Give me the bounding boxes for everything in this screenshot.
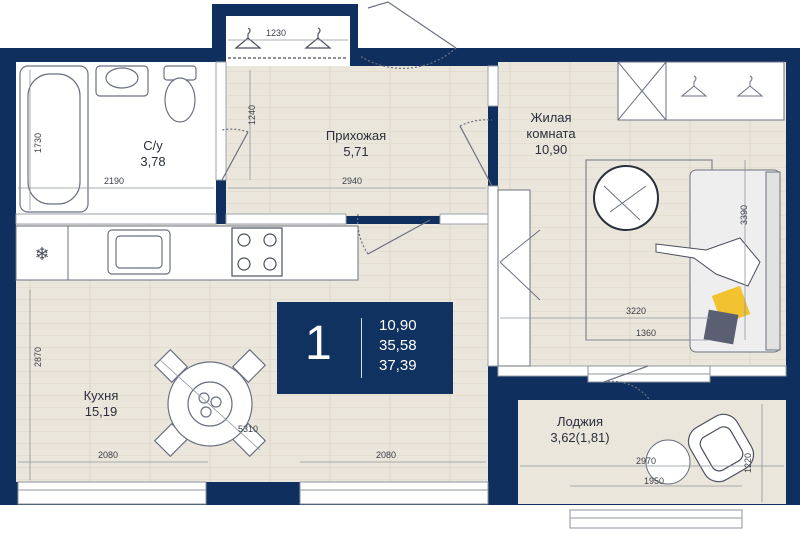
living-room-label: Жилая комната 10,90 [516, 110, 586, 158]
living-room-area: 10,90 [534, 142, 568, 157]
hallway-name: Прихожая [325, 128, 387, 143]
hallway-floor [226, 66, 488, 216]
dim-bath-height: 1730 [33, 132, 44, 154]
fridge-icon: ❄ [34, 244, 49, 265]
hallway-area: 5,71 [343, 144, 369, 159]
armchair-icon [687, 413, 755, 483]
dim-closet-width: 1230 [266, 28, 287, 38]
living-room-name-2: комната [526, 126, 576, 141]
wardrobe-icon [617, 61, 785, 121]
dim-living-inner: 1360 [636, 328, 657, 338]
person-icon [655, 237, 761, 287]
loggia-area: 3,62(1,81) [550, 430, 610, 445]
dim-living-width: 3220 [626, 306, 647, 316]
round-table-icon [593, 165, 659, 231]
dim-kitchen-height: 2870 [33, 346, 44, 368]
kitchen-counter [15, 225, 359, 281]
dim-kitchen-width-left: 2080 [98, 450, 119, 460]
dim-kitchen-width-right: 2080 [376, 450, 397, 460]
partition-shelf [497, 189, 541, 367]
dim-loggia-height: 1220 [743, 452, 754, 474]
dim-hall-side: 1240 [247, 104, 258, 126]
inner-walls [15, 61, 787, 377]
pillow-grey [703, 309, 739, 345]
toilet-icon [163, 65, 197, 123]
bathroom-name: С/у [143, 138, 163, 153]
side-table-icon [645, 439, 691, 485]
dimension-lines [18, 39, 784, 502]
doors [221, 1, 651, 401]
total-area-value: 35,58 [379, 337, 417, 354]
bathroom-label: С/у 3,78 [128, 138, 178, 170]
dim-kitchen-diag: 5310 [238, 424, 259, 434]
kitchen-area: 15,19 [84, 404, 118, 419]
stove-icon [231, 227, 283, 277]
dim-hall-width: 2940 [342, 176, 363, 186]
dim-living-height: 3390 [739, 204, 750, 226]
loggia-name: Лоджия [556, 414, 604, 429]
living-area-value: 10,90 [379, 317, 417, 334]
badge-divider [361, 318, 362, 378]
apartment-summary-badge: 1 10,90 35,58 37,39 [277, 302, 453, 394]
rooms-count: 1 [305, 317, 332, 370]
dim-loggia-width: 2970 [636, 456, 657, 466]
loggia-label: Лоджия 3,62(1,81) [538, 414, 622, 446]
hallway-label: Прихожая 5,71 [316, 128, 396, 160]
windows [17, 365, 743, 529]
closet-floor [226, 16, 350, 72]
dim-loggia-inner: 1950 [644, 476, 665, 486]
bathroom-area: 3,78 [140, 154, 166, 169]
dim-bath-width: 2190 [104, 176, 125, 186]
sink-icon [95, 65, 149, 97]
total-area-with-loggia-value: 37,39 [379, 357, 417, 374]
hanger-icon [228, 27, 348, 59]
bathtub-icon [19, 65, 89, 213]
kitchen-label: Кухня 15,19 [76, 388, 126, 420]
kitchen-sink-icon [107, 229, 171, 275]
badge-areas: 10,90 35,58 37,39 [379, 316, 417, 376]
living-room-name-1: Жилая [530, 110, 572, 125]
kitchen-name: Кухня [83, 388, 119, 403]
